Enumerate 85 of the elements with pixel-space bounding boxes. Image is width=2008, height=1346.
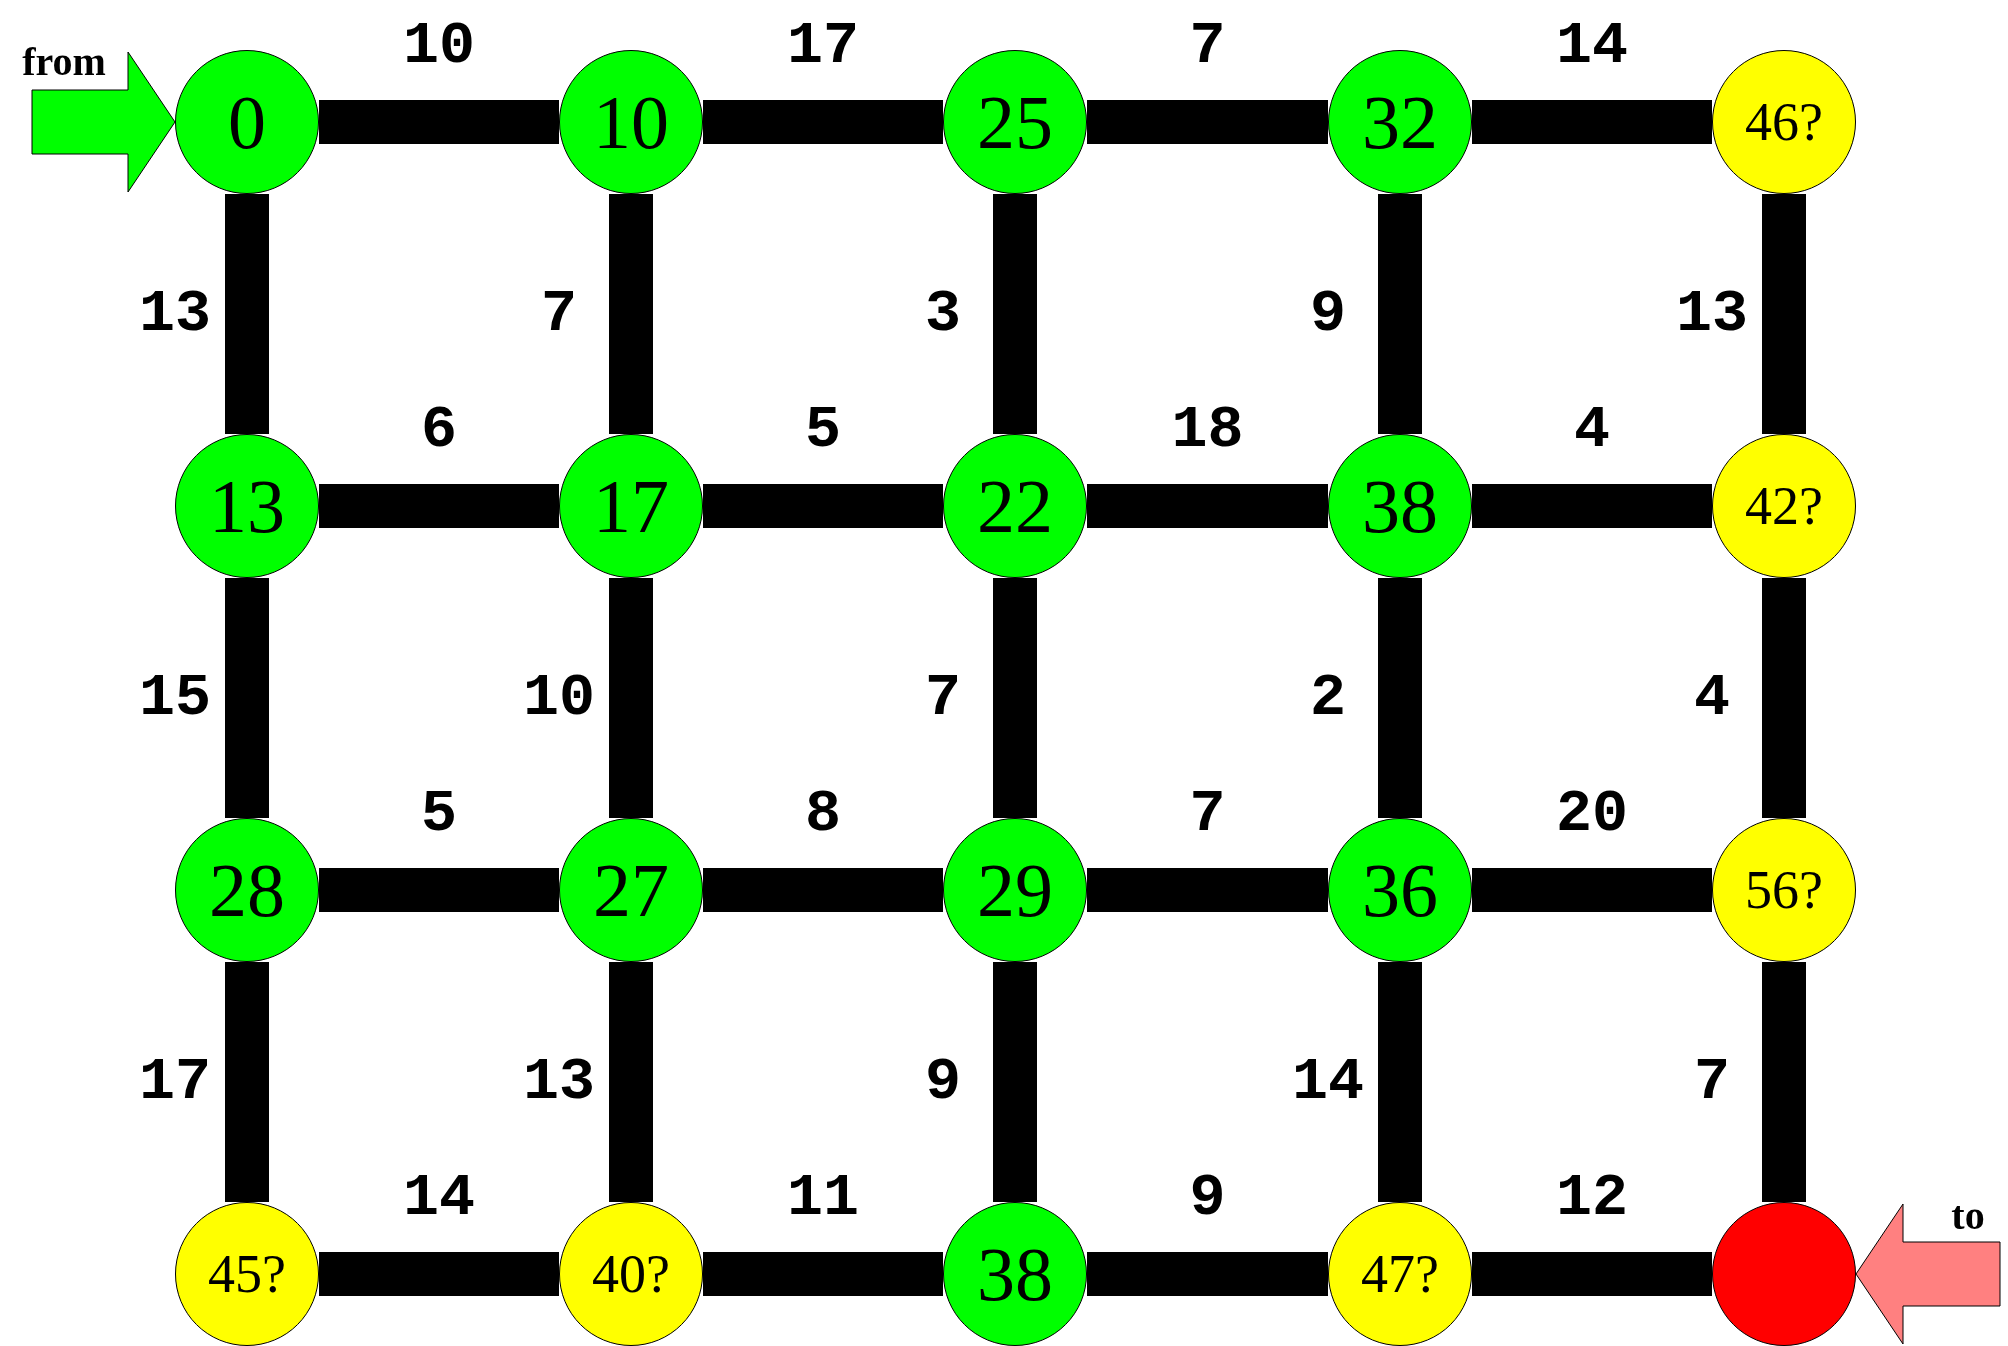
edge-line bbox=[703, 1252, 943, 1296]
edge-line bbox=[1378, 194, 1422, 434]
edge-label: 18 bbox=[1171, 400, 1244, 460]
edge-line bbox=[993, 962, 1037, 1202]
edge-line bbox=[1087, 100, 1328, 144]
edge-label: 14 bbox=[1556, 16, 1628, 76]
edge-line bbox=[609, 962, 653, 1202]
node-value: 36 bbox=[1362, 852, 1438, 928]
edge-label: 4 bbox=[1694, 668, 1730, 728]
edge-label: 14 bbox=[1292, 1052, 1364, 1112]
node-value: 0 bbox=[228, 84, 266, 160]
edge-label: 11 bbox=[787, 1168, 859, 1228]
edge-line bbox=[1087, 868, 1328, 912]
edge-line bbox=[993, 578, 1037, 818]
edge-line bbox=[319, 484, 559, 528]
edge-label: 9 bbox=[925, 1052, 961, 1112]
node-value: 28 bbox=[209, 852, 285, 928]
edge-label: 5 bbox=[805, 400, 841, 460]
node-value: 38 bbox=[977, 1236, 1053, 1312]
edge-label: 4 bbox=[1574, 400, 1610, 460]
edge-label: 12 bbox=[1556, 1168, 1628, 1228]
edge-label: 5 bbox=[421, 784, 457, 844]
node-value: 46? bbox=[1745, 95, 1823, 149]
edge-line bbox=[993, 194, 1037, 434]
edge-line bbox=[703, 868, 943, 912]
edge-label: to bbox=[1951, 1196, 1985, 1236]
edge-label: 9 bbox=[1310, 284, 1346, 344]
edge-label: 10 bbox=[523, 668, 595, 728]
edge-line bbox=[1762, 194, 1806, 434]
node-value: 42? bbox=[1745, 479, 1823, 533]
edge-label: 17 bbox=[139, 1052, 211, 1112]
edge-line bbox=[1087, 1252, 1328, 1296]
edge-label: 13 bbox=[523, 1052, 595, 1112]
edge-line bbox=[1087, 484, 1328, 528]
node-value: 10 bbox=[593, 84, 669, 160]
edge-line bbox=[1762, 962, 1806, 1202]
edge-label: 13 bbox=[1676, 284, 1748, 344]
edge-label: 15 bbox=[139, 668, 211, 728]
node-value: 56? bbox=[1745, 863, 1823, 917]
edge-label: 6 bbox=[421, 400, 457, 460]
edge-line bbox=[703, 484, 943, 528]
edge-line bbox=[609, 578, 653, 818]
node-value: 13 bbox=[209, 468, 285, 544]
edge-label: 14 bbox=[403, 1168, 475, 1228]
edge-label: 9 bbox=[1189, 1168, 1226, 1228]
edge-label: 2 bbox=[1310, 668, 1346, 728]
edge-line bbox=[225, 962, 269, 1202]
edge-label: from bbox=[22, 42, 106, 82]
block-arrow bbox=[31, 51, 176, 193]
edge-label: 7 bbox=[925, 668, 961, 728]
edge-line bbox=[225, 578, 269, 818]
node-value: 22 bbox=[977, 468, 1053, 544]
node-value: 17 bbox=[593, 468, 669, 544]
node-value: 32 bbox=[1362, 84, 1438, 160]
edge-line bbox=[319, 1252, 559, 1296]
edge-line bbox=[1762, 578, 1806, 818]
block-arrow bbox=[1855, 1203, 2001, 1345]
node-value: 40? bbox=[592, 1247, 670, 1301]
edge-label: 10 bbox=[403, 16, 475, 76]
edge-label: 20 bbox=[1556, 784, 1628, 844]
edge-line bbox=[1378, 578, 1422, 818]
edge-line bbox=[225, 194, 269, 434]
node-value: 47? bbox=[1361, 1247, 1439, 1301]
edge-label: 7 bbox=[1189, 784, 1226, 844]
edge-label: 17 bbox=[787, 16, 859, 76]
edge-line bbox=[1472, 1252, 1712, 1296]
edge-label: 13 bbox=[139, 284, 211, 344]
edge-label: 3 bbox=[925, 284, 961, 344]
edge-label: 8 bbox=[805, 784, 841, 844]
node-value: 27 bbox=[593, 852, 669, 928]
edge-label: 7 bbox=[1694, 1052, 1730, 1112]
node-value: 25 bbox=[977, 84, 1053, 160]
edge-line bbox=[1472, 100, 1712, 144]
edge-line bbox=[1472, 484, 1712, 528]
edge-line bbox=[703, 100, 943, 144]
edge-label: 7 bbox=[541, 284, 577, 344]
node-value: 38 bbox=[1362, 468, 1438, 544]
edge-line bbox=[319, 868, 559, 912]
node-value: 29 bbox=[977, 852, 1053, 928]
edge-line bbox=[609, 194, 653, 434]
edge-line bbox=[319, 100, 559, 144]
edge-line bbox=[1378, 962, 1422, 1202]
edge-line bbox=[1472, 868, 1712, 912]
node-value: 45? bbox=[208, 1247, 286, 1301]
edge-label: 7 bbox=[1189, 16, 1226, 76]
